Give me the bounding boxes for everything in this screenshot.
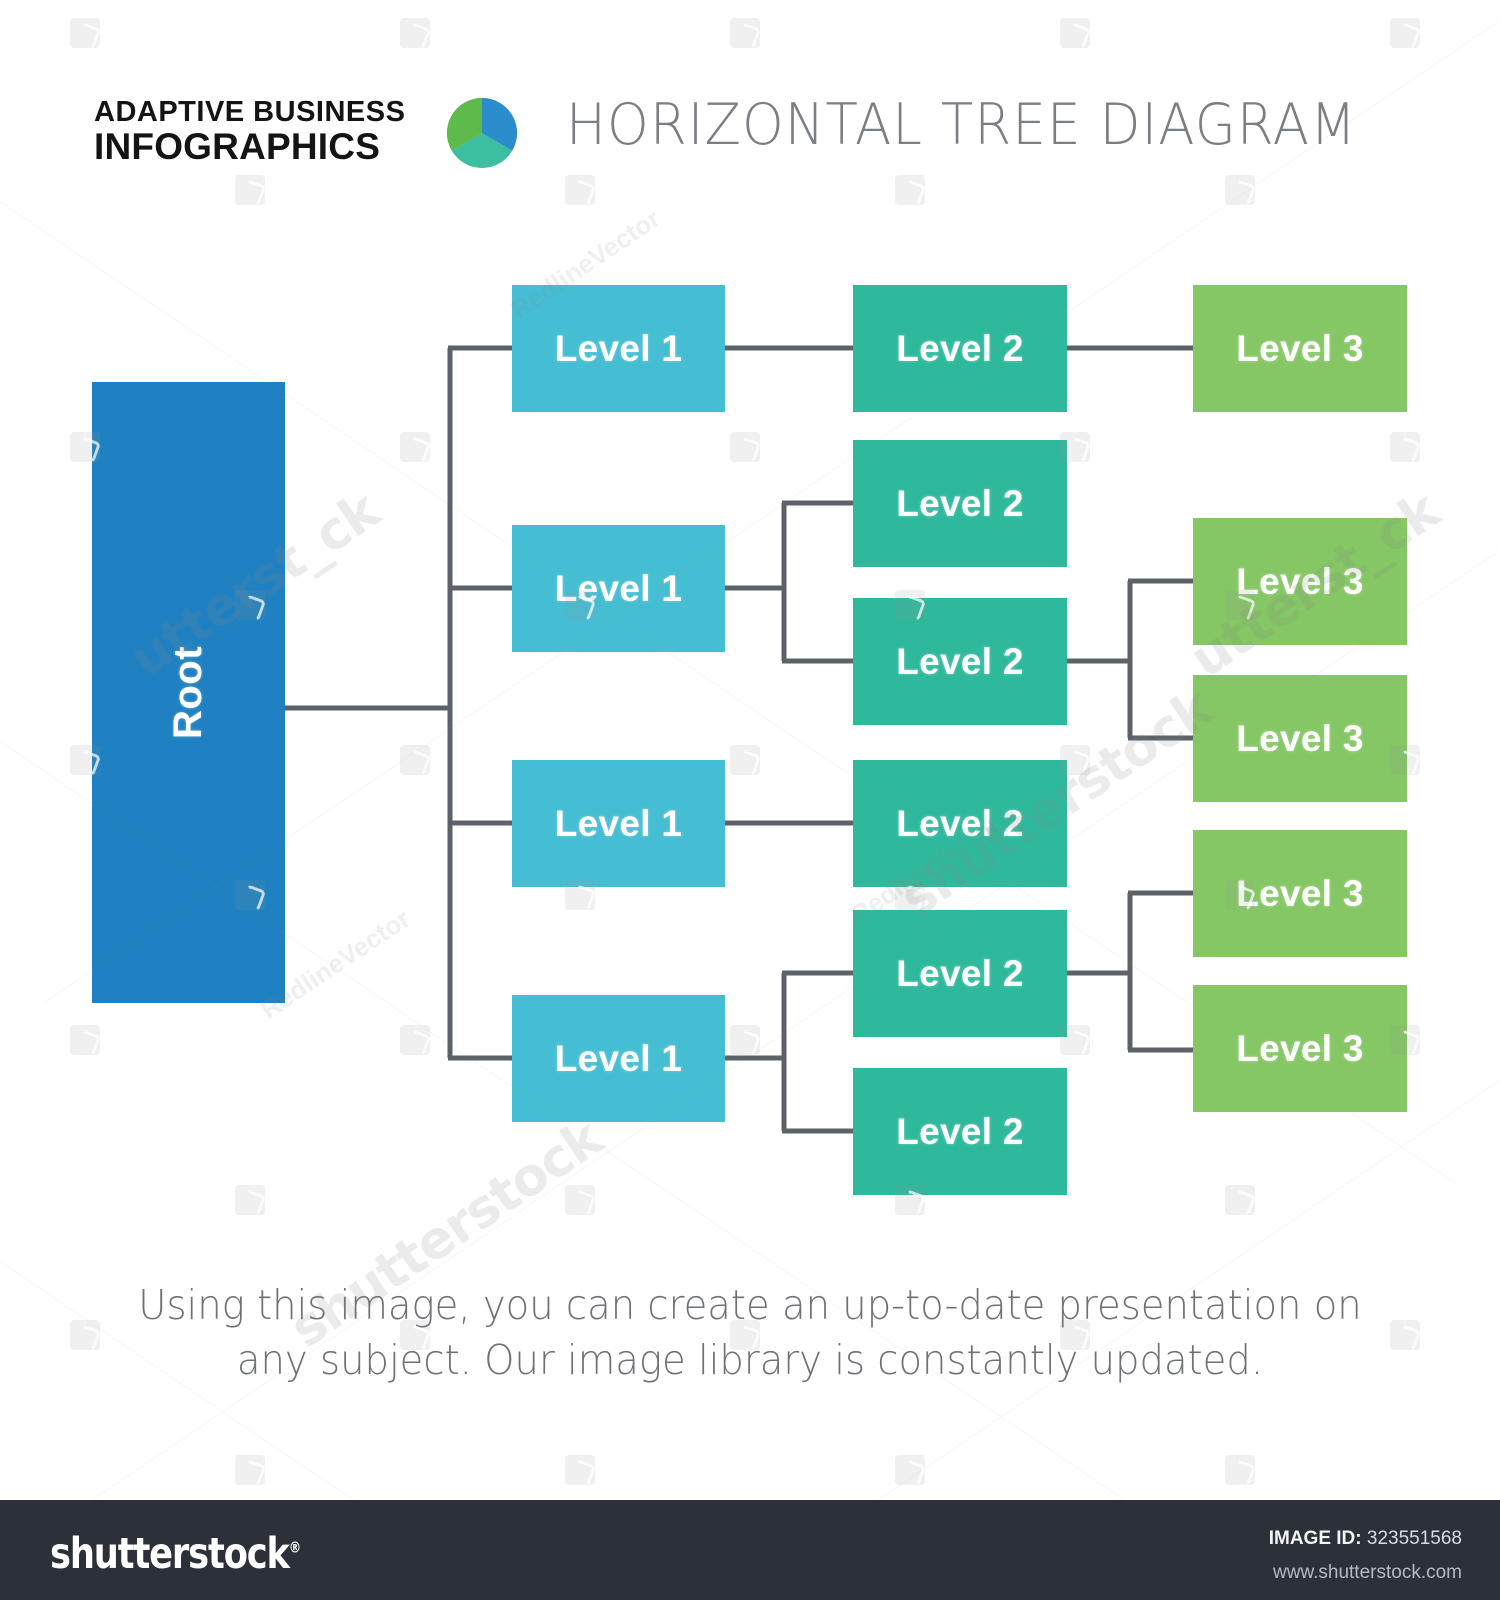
shutterstock-url[interactable]: www.shutterstock.com [1273,1562,1462,1583]
node-level3-3[interactable]: Level 3 [1193,675,1407,802]
node-level1-4[interactable]: Level 1 [512,995,725,1122]
node-label: Level 2 [896,482,1024,524]
node-label: Level 2 [896,327,1024,369]
registered-trademark-icon: ® [288,1538,302,1557]
node-level1-2[interactable]: Level 1 [512,525,725,652]
node-label: Level 1 [554,1037,683,1079]
tree-diagram: Root Level 1 Level 1 Level 1 Level 1 Lev… [92,285,1407,1195]
node-label: Level 2 [896,952,1024,994]
node-level2-6[interactable]: Level 2 [853,1068,1067,1195]
node-label: Level 2 [896,640,1024,682]
node-level2-5[interactable]: Level 2 [853,910,1067,1037]
node-level3-4[interactable]: Level 3 [1193,830,1407,957]
node-level3-2[interactable]: Level 3 [1193,518,1407,645]
node-level1-1[interactable]: Level 1 [512,285,725,412]
node-label: Level 1 [554,327,683,369]
node-label: Level 3 [1236,327,1364,369]
node-level3-5[interactable]: Level 3 [1193,985,1407,1112]
footer-bar: shutterstock® IMAGE ID: 323551568 www.sh… [0,1500,1500,1600]
node-level3-1[interactable]: Level 3 [1193,285,1407,412]
image-id-label: IMAGE ID: [1268,1528,1362,1549]
footer-meta: IMAGE ID: 323551568 www.shutterstock.com [1269,1528,1462,1584]
caption-text: Using this image, you can create an up-t… [138,1281,1362,1384]
node-label: Level 3 [1236,560,1364,602]
node-level2-2[interactable]: Level 2 [853,440,1067,567]
brand-line-adaptive-business: ADAPTIVE BUSINESS [94,96,406,128]
node-label: Level 1 [554,802,683,844]
brand-block: ADAPTIVE BUSINESS INFOGRAPHICS [94,96,434,167]
node-label: Level 2 [896,1110,1024,1152]
pie-chart-logo-icon [447,98,517,168]
brand-line-infographics: INFOGRAPHICS [94,125,381,167]
node-level2-4[interactable]: Level 2 [853,760,1067,887]
node-label: Level 3 [1236,717,1364,759]
shutterstock-logo[interactable]: shutterstock® [50,1529,301,1579]
header: ADAPTIVE BUSINESS INFOGRAPHICS HORIZONTA… [0,0,1500,230]
node-level2-3[interactable]: Level 2 [853,598,1067,725]
connector-lines [285,345,1193,1134]
node-label: Level 1 [554,567,683,609]
image-id-value: 323551568 [1366,1528,1462,1549]
node-root-label: Root [165,645,210,740]
node-root[interactable]: Root [92,382,285,1003]
node-level1-3[interactable]: Level 1 [512,760,725,887]
node-label: Level 3 [1236,872,1364,914]
node-level2-1[interactable]: Level 2 [853,285,1067,412]
node-label: Level 3 [1236,1027,1364,1069]
image-id-line: IMAGE ID: 323551568 [1269,1528,1462,1550]
node-label: Level 2 [896,802,1024,844]
page-title: HORIZONTAL TREE DIAGRAM [566,92,1357,158]
shutterstock-logo-text: shutterstock [50,1529,290,1579]
